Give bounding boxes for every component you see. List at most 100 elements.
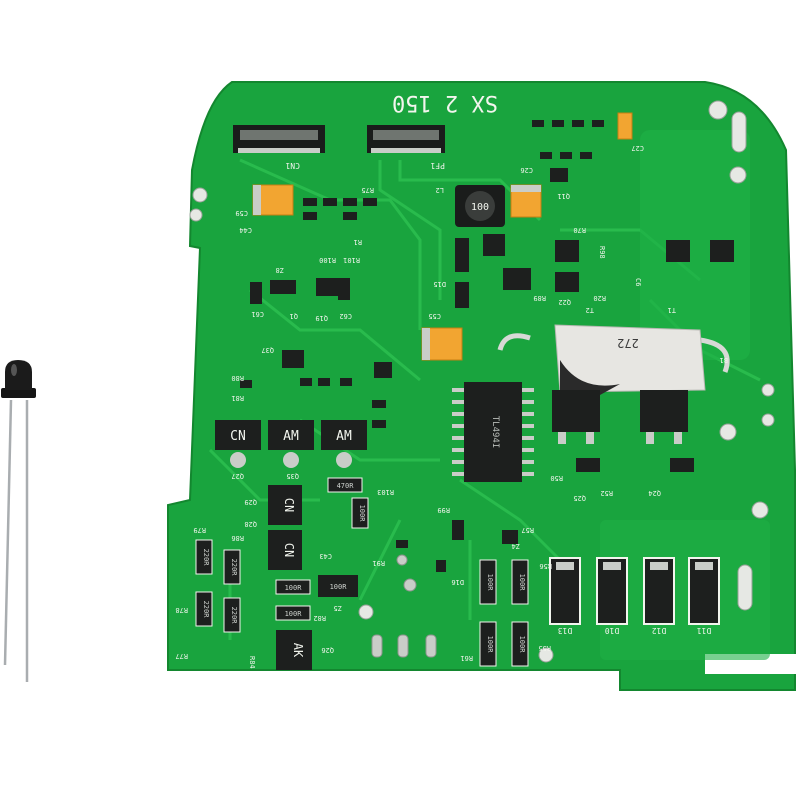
resistor-value: 100R [285,584,303,592]
label-pf1: PF1 [430,161,445,170]
resistor-value: 100R [486,574,494,592]
ref-label: R50 [550,474,563,482]
ref-label: R82 [313,614,326,622]
resistor-value: 100R [358,505,366,523]
ref-label: R80 [231,374,244,382]
ref-label: R56 [539,562,552,570]
ref-label: R79 [193,526,206,534]
resistor-value: 100R [518,636,526,654]
ref-label: R20 [593,294,606,302]
ref-label: L2 [436,186,444,194]
q-stack-top-marking: CN [282,498,296,512]
q-bottom-marking: AK [291,643,305,658]
ref-label: C43 [319,552,332,560]
ref-label: C44 [239,226,252,234]
ref-label: D15 [433,280,446,288]
ref-label: Q11 [557,192,570,200]
silk-title: SX 2 150 [392,90,498,115]
ref-label: C55 [428,312,441,320]
ref-label: R103 [377,488,394,496]
ref-label: R91 [372,559,385,567]
ref-label: C6 [634,278,642,286]
sensor-marking: 272 [617,336,639,350]
ref-label: R86 [231,534,244,542]
q-left-marking: CN [230,429,246,444]
ref-label: C61 [251,310,264,318]
reference-labels: C59 C44 R75 L2 Q11 D15 C26 C27 C55 Q37 R… [175,144,728,669]
diode-label: D13 [558,626,573,635]
diode-label: D10 [605,626,620,635]
ref-label: D16 [451,578,464,586]
resistor-value: 220R [230,607,238,625]
ref-label: Z5 [334,604,342,612]
through-hole-pads [371,554,437,658]
ref-label: C26 [520,166,533,174]
ref-label: Q35 [286,472,299,480]
ic-u4-marking: TL494I [490,416,500,449]
ref-label: Q22 [558,298,571,306]
resistor-value: 220R [202,549,210,567]
ref-label: R84 [248,656,256,669]
diode-label: D11 [697,626,712,635]
ref-label: R89 [533,294,546,302]
ref-label: T2 [586,306,594,314]
ref-label: R99 [437,506,450,514]
ref-label: Q19 [315,314,328,322]
tantalum-capacitors [252,112,633,361]
ref-label: R75 [361,186,374,194]
resistor-value: 220R [202,601,210,619]
ref-label: C62 [339,312,352,320]
resistor-value: 100R [330,583,348,591]
ref-label: Q25 [573,494,586,502]
diodes [549,557,720,625]
transistor-stack [268,485,312,670]
diode-label: D12 [652,626,667,635]
ref-label: Z4 [512,542,520,550]
power-transistors [552,390,688,444]
smd-resistors [195,477,529,667]
ref-label: Q37 [261,346,274,354]
ref-label: R57 [521,526,534,534]
label-cn1: CN1 [285,161,300,170]
resistor-value: 470R [337,482,355,490]
ref-label: Z8 [276,266,284,274]
q-right-marking: AM [336,429,352,444]
ref-label: Q28 [244,520,257,528]
ref-label: R61 [460,654,473,662]
ref-label: C59 [235,209,248,217]
ref-label: R98 [598,246,606,259]
small-components [240,120,734,572]
ref-label: Q1 [290,312,298,320]
connector-cn1 [233,125,325,153]
ref-label: R78 [175,606,188,614]
ref-label: Q27 [231,472,244,480]
ref-label: R77 [175,652,188,660]
ir-led-icon [1,360,36,682]
ref-label: R81 [231,394,244,402]
thermal-sensor: 272 [497,324,730,395]
ref-label: Q26 [321,646,334,654]
ref-label: T1 [668,306,676,314]
resistor-value: 100R [518,574,526,592]
inductor-marking: 100 [471,202,489,213]
ref-label: B1 [720,356,728,364]
ref-label: R52 [600,489,613,497]
connector-pf1 [367,125,445,153]
q-mid-marking: AM [283,429,299,444]
mounting-holes [189,100,775,663]
resistor-value: 100R [285,610,303,618]
resistor-value: 100R [486,636,494,654]
ref-label: Q24 [648,489,661,497]
ref-label: R101 [343,256,360,264]
ref-label: R1 [354,238,362,246]
ref-label: R100 [319,256,336,264]
q-stack-bottom-marking: CN [282,543,296,557]
ic-u4: TL494I [452,382,534,482]
ref-label: R55 [538,644,551,652]
resistor-value: 220R [230,559,238,577]
ref-label: C27 [631,144,644,152]
inductor-l2: 100 [455,185,505,227]
ref-label: Q29 [244,498,257,506]
ref-label: R70 [573,226,586,234]
